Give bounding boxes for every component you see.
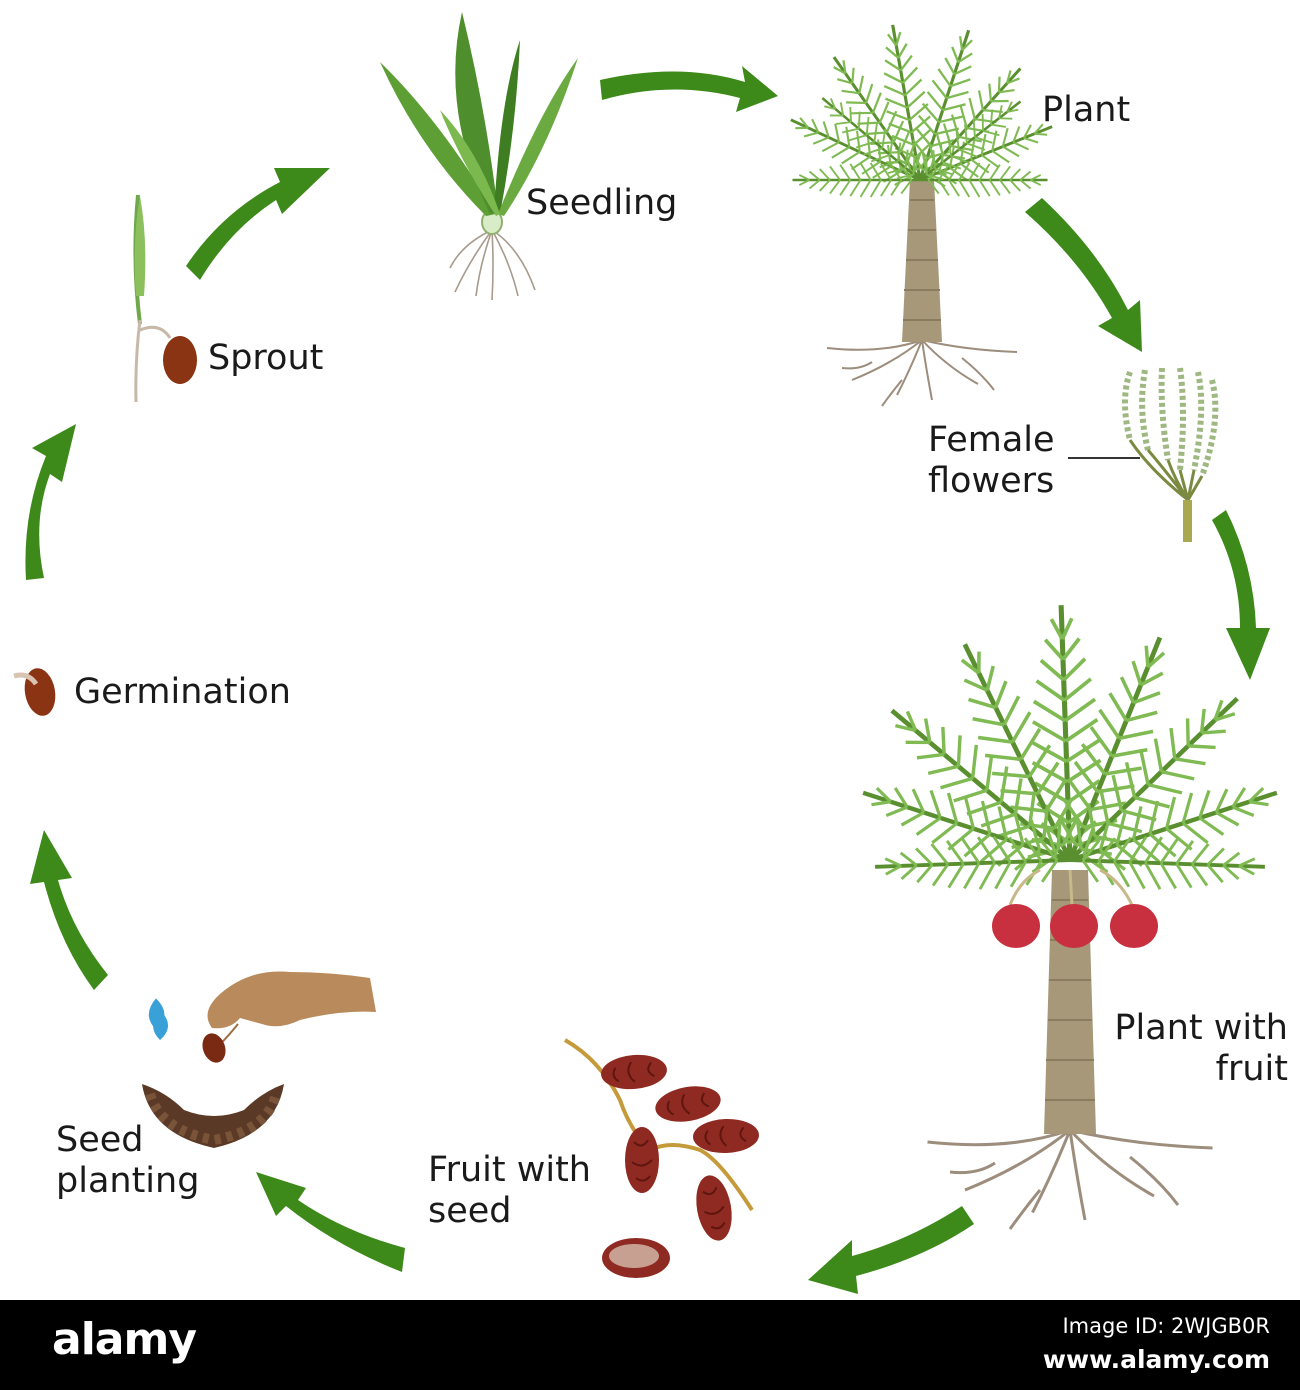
- cycle-arrow-icon: [25, 66, 1270, 1294]
- hand-icon: [207, 971, 376, 1047]
- palm-tree-icon: [854, 604, 1286, 1231]
- seed-icon: [202, 1033, 226, 1063]
- image-id: Image ID: 2WJGB0R: [1062, 1314, 1270, 1338]
- seedling-icon: [380, 12, 578, 301]
- water-drop-icon: [148, 998, 168, 1040]
- date-fruit-icon: [564, 1038, 761, 1278]
- label-seedling: Seedling: [526, 183, 678, 223]
- palm-life-cycle-diagram: [13, 12, 1300, 1294]
- site-url: www.alamy.com: [1042, 1345, 1270, 1374]
- image-meta: Image ID: 2WJGB0R www.alamy.com: [1043, 1310, 1270, 1378]
- date-fruit-icon: [992, 868, 1158, 948]
- label-germination: Germination: [74, 672, 291, 712]
- label-plant: Plant: [1042, 90, 1131, 130]
- flower-cluster-icon: [1068, 367, 1219, 542]
- sprout-icon: [133, 194, 197, 403]
- watermark-banner: alamy Image ID: 2WJGB0R www.alamy.com: [0, 1300, 1300, 1390]
- palm-tree-icon: [781, 19, 1061, 407]
- brand-logo: alamy: [52, 1314, 197, 1365]
- label-sprout: Sprout: [208, 338, 324, 378]
- seed-icon: [13, 668, 56, 716]
- soil-icon: [142, 1084, 284, 1148]
